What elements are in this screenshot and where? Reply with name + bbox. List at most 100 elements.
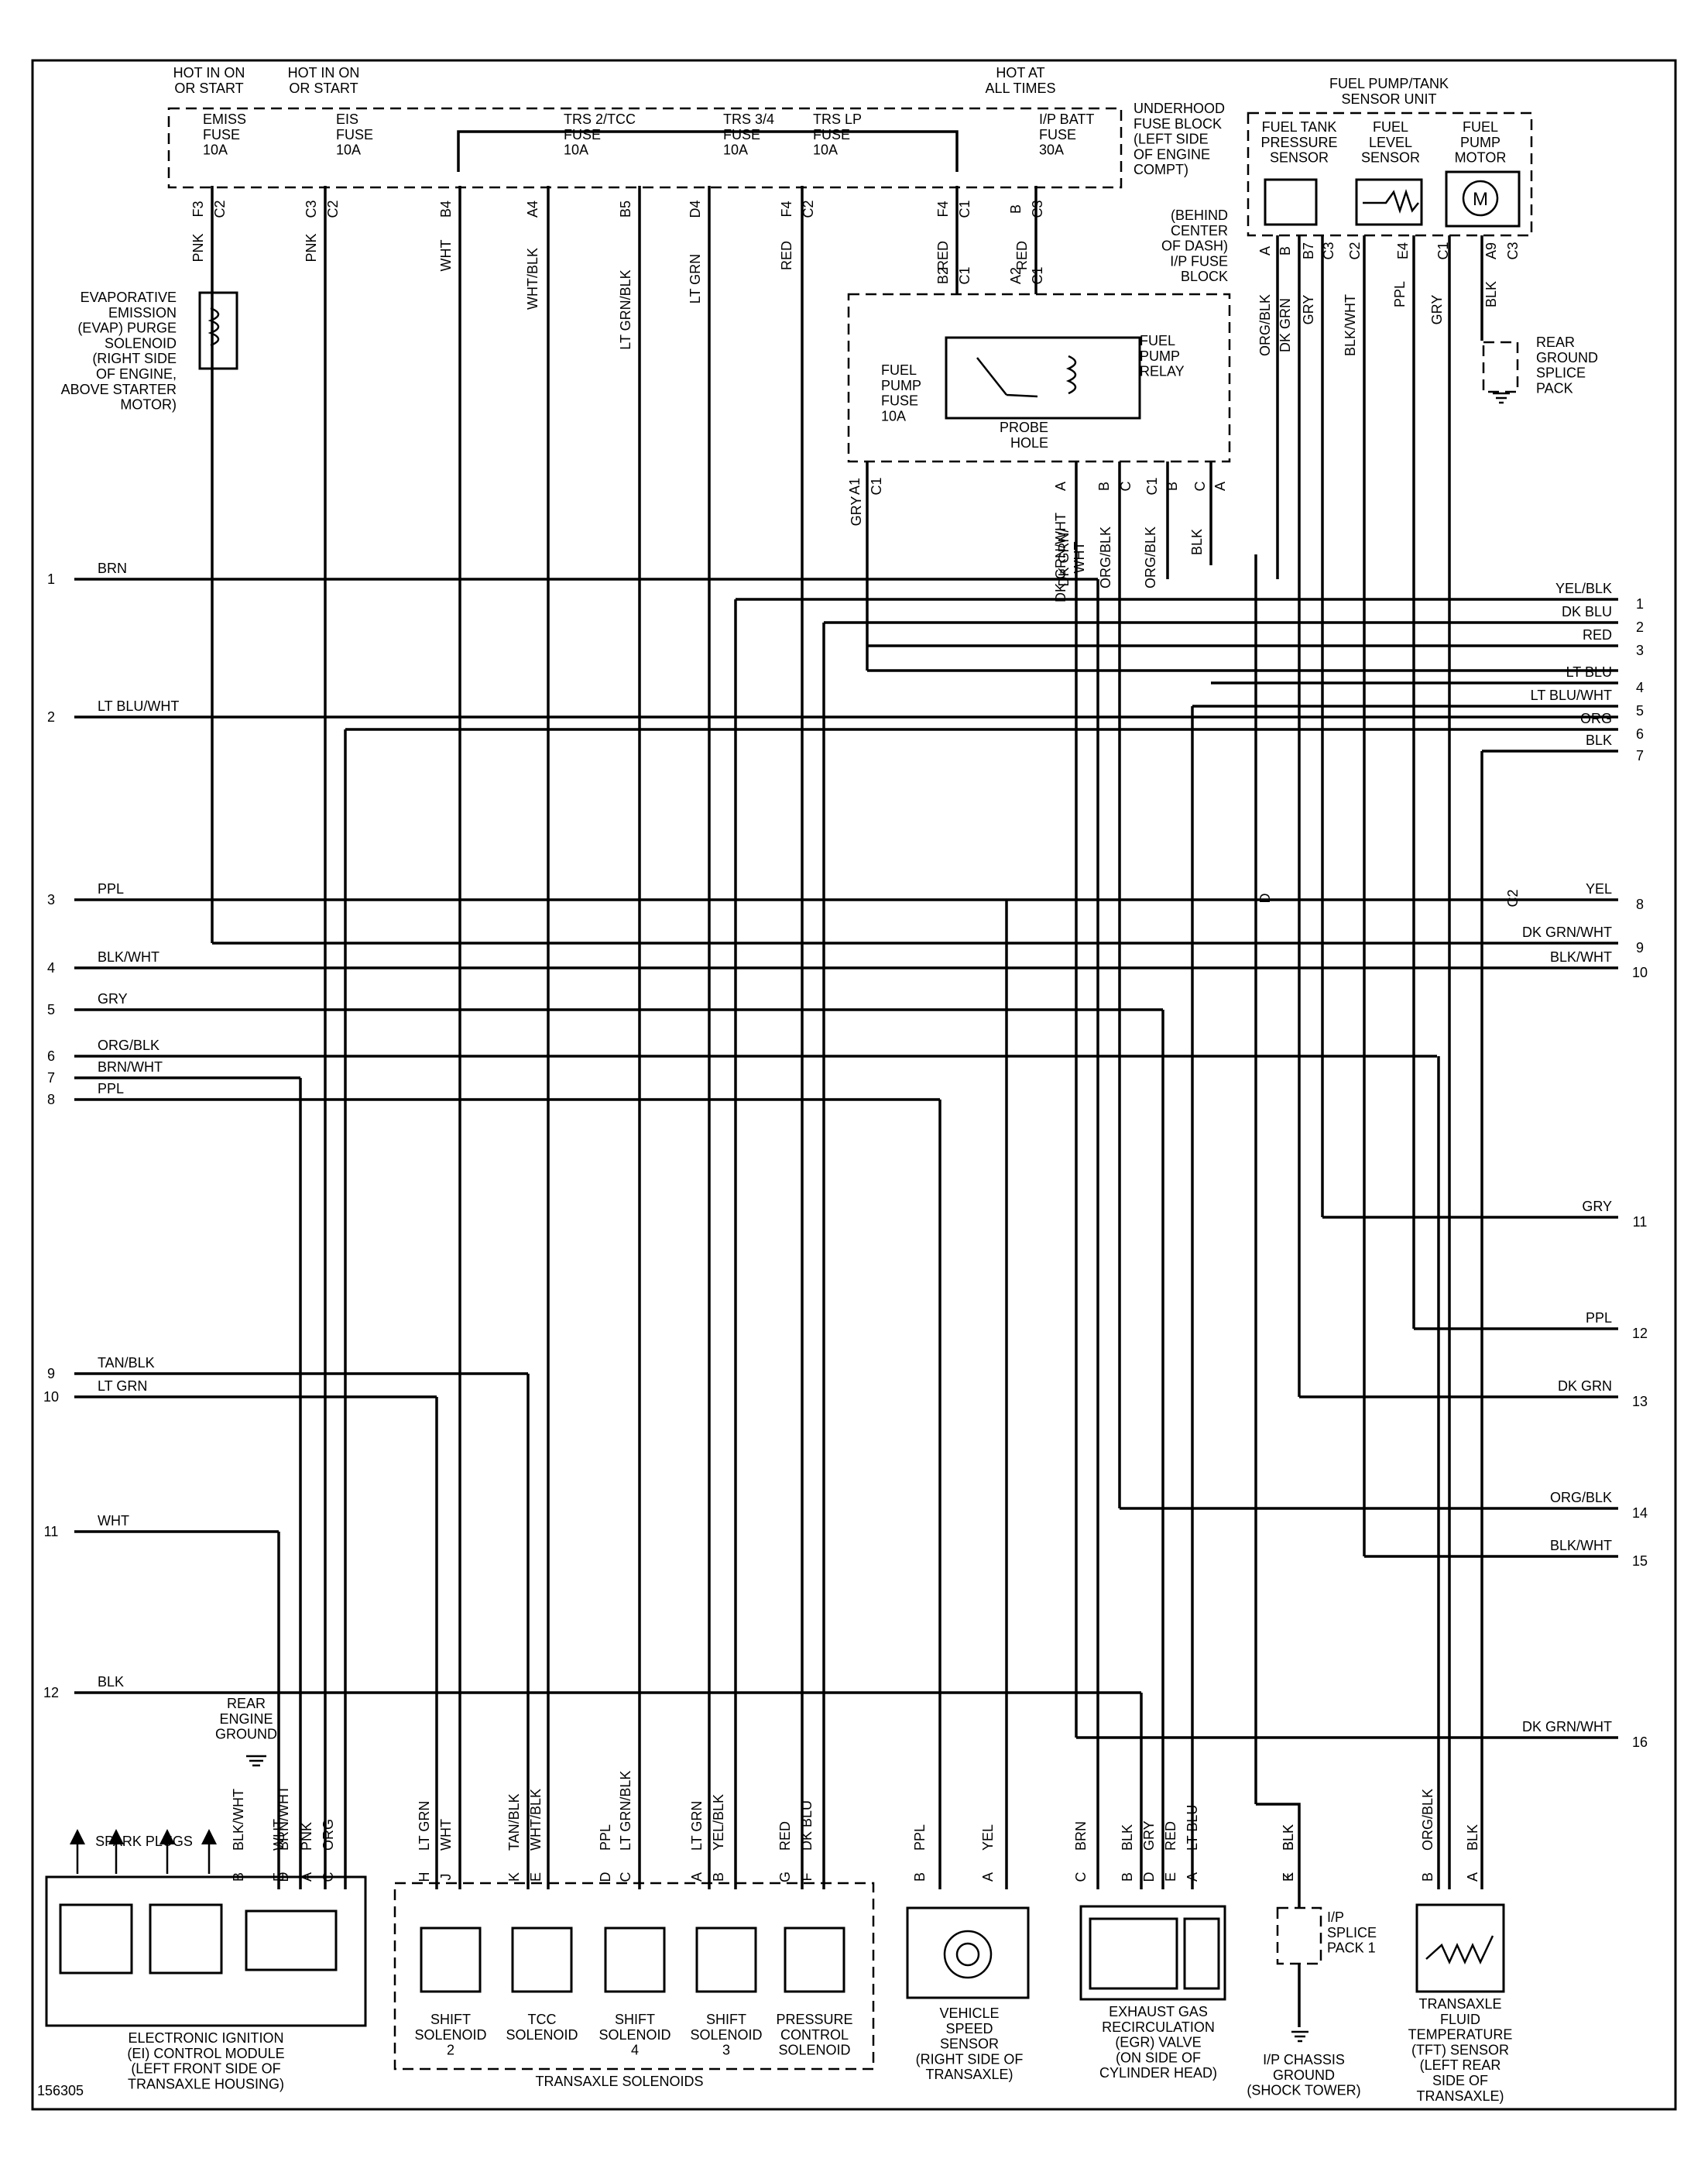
left-wire-number: 1 [47,571,55,587]
right-wire-number: 1 [1636,596,1644,612]
tft-thermistor-icon [1425,1935,1494,1965]
wire-color-top: WHT [438,240,454,272]
right-wire-color: BLK/WHT [1550,949,1612,965]
right-wire-color: BLK [1586,733,1612,748]
spark-plug-arrows [76,1837,211,1874]
pin-top: D [1257,894,1273,904]
wire-color-bottom: RED [777,1821,793,1851]
spark-plugs-label: SPARK PLUGS [95,1834,193,1849]
pin-bottom: A [299,1872,314,1882]
trs-bus-wire [709,130,959,172]
pin-bottom: A [1465,1872,1480,1882]
pin-top: F3 [190,201,206,217]
wire-color-top: PNK [190,233,206,262]
fuel-level-sensor-box [1355,178,1423,226]
pin-top: A [1257,246,1273,256]
pin-top: A2 [1008,267,1024,284]
wire-color-top: BLK [1483,281,1499,307]
left-wire-color: BLK/WHT [98,949,159,965]
rear-ground-splice-box [1482,341,1519,393]
right-wire-number: 15 [1632,1553,1648,1569]
right-wire-number: 9 [1636,940,1644,956]
right-wire-color: DK GRN/WHT [1522,1719,1612,1734]
left-wire-color: TAN/BLK [98,1355,155,1371]
pin-top: C1 [1144,477,1160,495]
right-wire-number: 8 [1636,897,1644,912]
pin-top: C2 [801,200,816,218]
right-wire-color: BLK/WHT [1550,1538,1612,1553]
relay-coil-icon [1065,355,1077,395]
pin-top: B4 [438,201,454,218]
right-wire-color: DK GRN [1558,1378,1612,1394]
pin-top: B [1008,204,1024,214]
wire-color-top: RED [1014,241,1030,270]
left-wire-number: 3 [47,892,55,908]
left-wire-number: 12 [43,1685,59,1700]
fuel-tank-pressure-sensor-box [1264,178,1318,226]
pin-top: D4 [688,200,703,218]
wire-color-top: DK GRN [1278,298,1293,352]
pin-bottom: E [1163,1872,1178,1882]
right-wire-color: RED [1583,627,1612,643]
figure-id: 156305 [37,2083,84,2098]
left-wire-color: GRY [98,991,128,1007]
left-wire-color: WHT [98,1513,129,1529]
right-wire-number: 6 [1636,726,1644,742]
pin-top: C2 [325,200,341,218]
left-wire-number: 11 [44,1524,59,1539]
fuel-pump-relay-box [945,336,1141,420]
ip-splice-wire [1256,1803,1301,1908]
right-wire-color: YEL [1586,881,1612,897]
pin-bottom: B [711,1872,726,1882]
left-wire-color: PPL [98,881,124,897]
wire-color-top: DK GRN/WHT [1053,513,1068,602]
left-wire-number: 5 [47,1002,55,1017]
pin-top: A9 [1483,242,1499,259]
left-wire-number: 8 [47,1092,55,1107]
fuel-pump-motor-box [1445,170,1521,228]
right-wire-color: ORG/BLK [1550,1490,1612,1505]
pin-top: C [1192,482,1208,492]
right-wire-number: 11 [1633,1214,1648,1230]
shift-solenoid-4-box [604,1927,666,1993]
right-wire-number: 4 [1636,680,1644,695]
pin-bottom: K [506,1872,522,1882]
evap-solenoid-box [198,291,238,370]
pin-top: B [1278,246,1293,256]
transaxle-solenoids-box [393,1882,875,2071]
pin-bottom: G [777,1872,793,1882]
pin-bottom: E [528,1872,544,1882]
pin-bottom: D [598,1872,613,1882]
pin-top: C3 [304,200,319,218]
wire-color-top: PPL [1392,281,1408,307]
ip-ground-symbol [1291,2030,1308,2043]
right-wire-number: 14 [1632,1505,1648,1521]
pin-bottom: E [271,1872,286,1882]
pin-top: C2 [1347,242,1363,259]
left-wire-color: LT GRN [98,1378,147,1394]
relay-switch-icon [976,357,1038,398]
pin-bottom: C [1073,1872,1089,1882]
right-wire-color: LT BLU [1566,664,1612,680]
pin-top: B [1096,482,1112,491]
wire-color-bottom: BLK [1281,1824,1296,1851]
pin-bottom: E [1281,1872,1296,1882]
right-wire-number: 13 [1632,1394,1648,1409]
